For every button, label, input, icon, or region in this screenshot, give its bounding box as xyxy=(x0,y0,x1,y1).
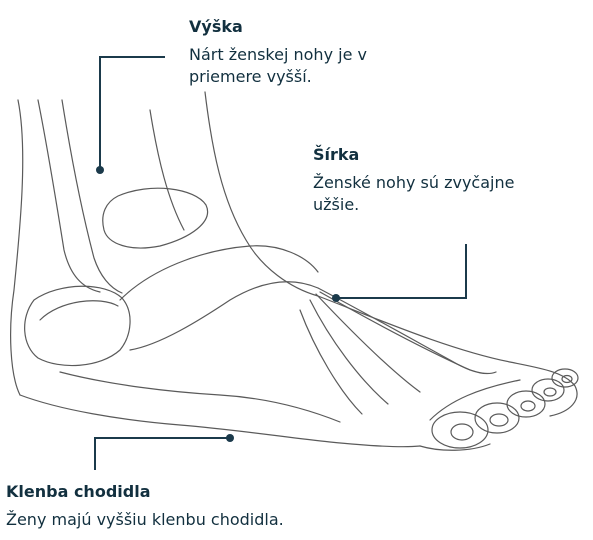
calcaneus-bone xyxy=(25,286,130,365)
width-callout: Šírka Ženské nohy sú zvyčajne užšie. xyxy=(313,144,583,216)
width-callout-dot xyxy=(332,294,340,302)
metatarsal-3 xyxy=(310,300,388,404)
metatarsal-4 xyxy=(300,310,362,414)
width-callout-line xyxy=(336,244,466,298)
navicular-bone xyxy=(130,282,318,350)
cuboid-bone xyxy=(120,246,318,300)
width-description-line2: užšie. xyxy=(313,194,583,216)
toe-big xyxy=(432,412,488,448)
toe-3-nail xyxy=(521,401,535,411)
height-title: Výška xyxy=(189,16,449,38)
toe-base-line xyxy=(430,380,520,420)
metatarsal-2 xyxy=(316,294,420,392)
width-description-line1: Ženské nohy sú zvyčajne xyxy=(313,172,583,194)
arch-inner xyxy=(60,372,340,422)
height-callout-dot xyxy=(96,166,104,174)
arch-title: Klenba chodidla xyxy=(6,481,426,503)
fibula-bone xyxy=(62,100,122,293)
arch-callout-line xyxy=(95,438,230,470)
height-description-line1: Nárt ženskej nohy je v xyxy=(189,44,449,66)
ankle-joint xyxy=(40,301,118,320)
tibia-bone xyxy=(38,100,100,292)
height-callout-line xyxy=(100,57,165,170)
toe-4 xyxy=(532,379,564,401)
talus-bone xyxy=(103,188,208,248)
height-description-line2: priemere vyšší. xyxy=(189,66,449,88)
width-title: Šírka xyxy=(313,144,583,166)
arch-description: Ženy majú vyššiu klenbu chodidla. xyxy=(6,509,426,531)
leg-back-outline xyxy=(11,100,23,395)
arch-callout: Klenba chodidla Ženy majú vyššiu klenbu … xyxy=(6,481,426,531)
sole-outline xyxy=(20,395,420,447)
tibia-front xyxy=(150,110,184,230)
toe-3 xyxy=(507,391,545,417)
toe-4-nail xyxy=(544,388,556,396)
height-callout: Výška Nárt ženskej nohy je v priemere vy… xyxy=(189,16,449,88)
toe-big-nail xyxy=(451,424,473,440)
leg-front-outline xyxy=(205,92,318,296)
arch-callout-dot xyxy=(226,434,234,442)
toe-2-nail xyxy=(490,414,508,426)
